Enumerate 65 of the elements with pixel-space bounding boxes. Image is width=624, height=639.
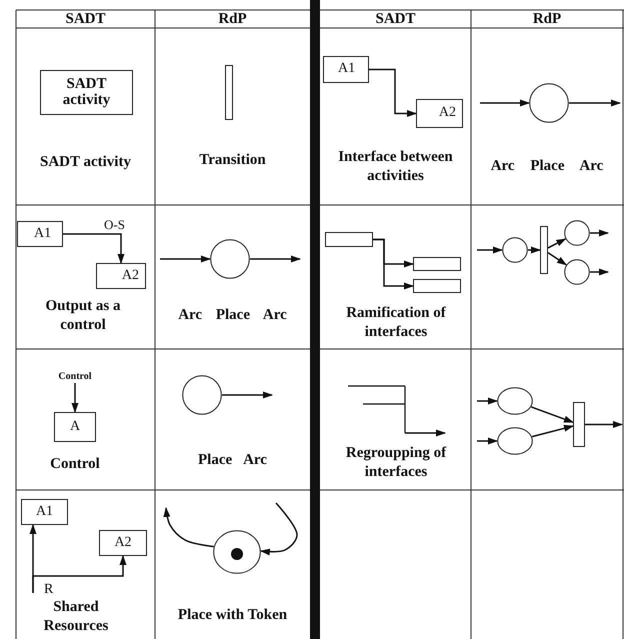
arrow [250,256,301,262]
place-circle [529,83,569,123]
arrow [72,383,78,413]
arrow [480,100,530,106]
activity-box: A1 [323,56,369,83]
activity-box [325,232,373,247]
transition-bar [225,65,233,120]
activity-box: A2 [99,530,147,556]
activity-box [413,279,461,293]
column-header: SADT [64,10,106,28]
place-circle [182,375,222,415]
caption: Output as a control [44,297,122,335]
control-label: Control [52,371,98,383]
caption: Interface between activities [337,148,454,186]
arrow [531,406,574,423]
edge-label: O-S [103,218,126,231]
activity-box: A [54,412,96,442]
activity-box: A1 [21,499,68,525]
caption: Regroupping of interfaces [344,444,448,482]
activity-box [413,257,461,271]
arrow [373,238,414,290]
caption: Place Arc [197,451,268,470]
arrow [548,252,568,266]
caption: Arc Place Arc [177,306,288,325]
activity-box: A1 [17,221,63,247]
arrow [222,392,273,398]
column-header: RdP [217,10,248,28]
caption: Shared Resources [42,598,110,636]
place-circle [564,220,590,246]
arrow [477,438,498,444]
activity-box: SADT activity [40,70,133,115]
caption: Place with Token [176,606,288,625]
arrow [160,256,211,262]
activity-box: A2 [96,263,146,289]
arrow [32,555,126,593]
token-place-circle [213,530,261,574]
arrow [477,398,498,404]
caption: Ramification of interfaces [345,304,447,342]
arrow [590,230,609,236]
arrow [548,238,566,249]
arrow [528,246,541,254]
column-header: RdP [532,10,562,28]
arrow [590,268,609,276]
arrow [369,68,417,117]
arrow [260,502,298,556]
arrow [532,424,574,438]
place-ellipse [497,387,533,415]
activity-box: A2 [416,99,463,128]
column-header: SADT [374,10,416,28]
place-circle [564,259,590,285]
arrow [569,100,621,106]
arrow [63,233,124,264]
arrow [585,421,623,428]
line-label: R [44,581,54,599]
caption: Arc Place Arc [490,157,604,176]
place-circle [210,239,250,279]
caption: Control [49,455,101,474]
arrow [477,246,503,254]
caption: SADT activity [39,153,132,172]
caption: Transition [198,151,267,170]
transition-bar [540,226,548,274]
transition-bar [573,402,585,447]
place-ellipse [497,427,533,455]
arrow [163,507,214,548]
place-circle [502,237,528,263]
